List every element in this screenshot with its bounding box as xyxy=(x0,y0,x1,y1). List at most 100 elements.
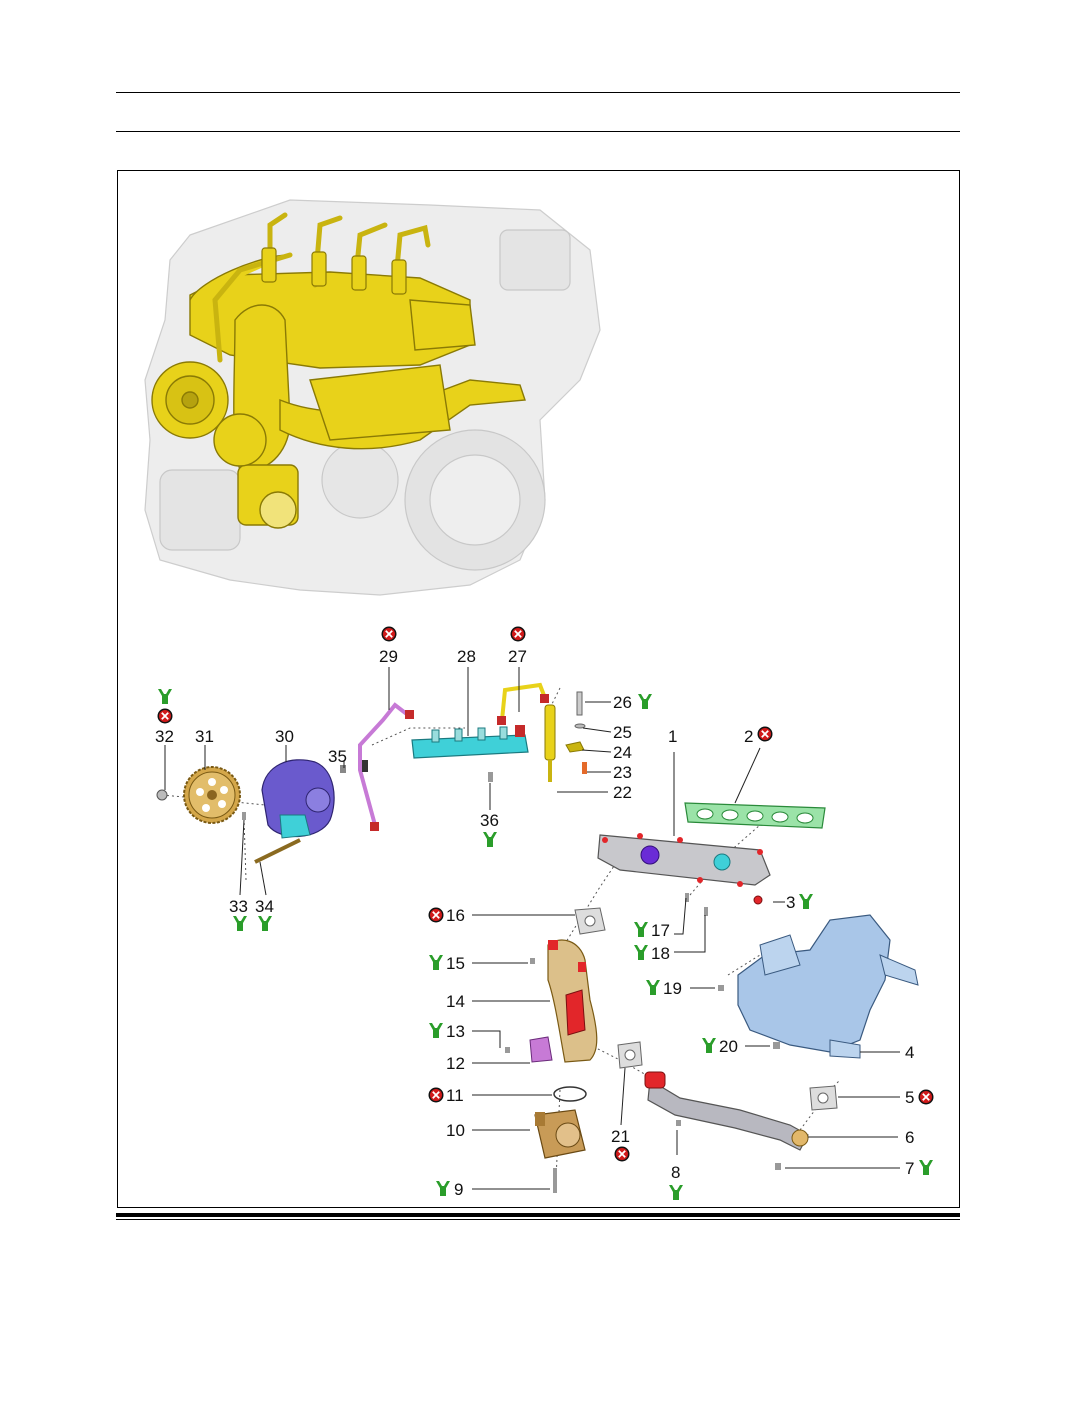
footer-rule-thin xyxy=(116,1219,960,1220)
callout-20: 20 xyxy=(719,1037,738,1056)
dashed-leader-lines xyxy=(161,687,841,1181)
part-10-throttle-body xyxy=(534,1109,586,1159)
callout-11: 11 xyxy=(446,1086,464,1105)
wrench-torque-icon xyxy=(638,694,652,709)
part-14-intake-pipe xyxy=(547,939,598,1063)
part-9-bolt xyxy=(553,1168,557,1193)
footer-rule-thick xyxy=(116,1213,960,1217)
wrench-torque-icon xyxy=(258,916,272,931)
part-35-clip xyxy=(340,760,368,773)
wrench-torque-icon xyxy=(799,894,813,909)
part-21-gasket xyxy=(617,1041,643,1069)
part-4-egr-cooler xyxy=(737,914,919,1059)
diagram-frame xyxy=(117,170,960,1208)
part-12-sensor xyxy=(529,1036,553,1063)
callout-14: 14 xyxy=(446,992,465,1011)
do-not-reuse-icon xyxy=(613,1145,631,1163)
wrench-torque-icon xyxy=(634,922,648,937)
part-22-injector xyxy=(544,704,556,782)
callout-18: 18 xyxy=(651,944,670,963)
injector-bodies xyxy=(261,247,407,295)
callout-7: 7 xyxy=(905,1159,914,1178)
wrench-torque-icon xyxy=(429,1023,443,1038)
part-3-nut xyxy=(753,895,763,905)
part-29-pipe-ends xyxy=(370,710,414,831)
part-2-gasket xyxy=(684,802,826,829)
part-28-fuel-rail xyxy=(411,725,529,759)
wrench-torque-icon xyxy=(646,980,660,995)
callout-23: 23 xyxy=(613,763,632,782)
part-31-sprocket xyxy=(183,766,241,824)
callout-8: 8 xyxy=(671,1163,680,1182)
callout-19: 19 xyxy=(663,979,682,998)
callout-30: 30 xyxy=(275,727,294,746)
wrench-torque-icon xyxy=(919,1160,933,1175)
callout-31: 31 xyxy=(195,727,214,746)
part-30-high-pressure-pump xyxy=(261,759,335,839)
do-not-reuse-icon xyxy=(756,725,774,743)
callout-35: 35 xyxy=(328,747,347,766)
callout-6: 6 xyxy=(905,1128,914,1147)
callout-10: 10 xyxy=(446,1121,465,1140)
do-not-reuse-icon xyxy=(917,1088,935,1106)
callout-36: 36 xyxy=(480,811,499,830)
callout-numbers: 1 2 3 4 5 6 7 8 9 10 11 12 13 14 15 16 1… xyxy=(155,647,914,1199)
callout-17: 17 xyxy=(651,921,670,940)
part-13-15-bolts xyxy=(505,958,535,1053)
wrench-torque-icon xyxy=(233,916,247,931)
callout-34: 34 xyxy=(255,897,274,916)
wrench-torque-icon xyxy=(436,1181,450,1196)
wrench-torque-icon xyxy=(634,945,648,960)
callout-1: 1 xyxy=(668,727,677,746)
do-not-reuse-icon xyxy=(427,906,445,924)
part-33-bolt xyxy=(242,812,246,820)
part-5-gasket xyxy=(809,1085,838,1111)
callout-25: 25 xyxy=(613,723,632,742)
callout-12: 12 xyxy=(446,1054,465,1073)
callout-21: 21 xyxy=(611,1127,630,1146)
callout-leader-lines xyxy=(164,667,900,1190)
callout-5: 5 xyxy=(905,1088,914,1107)
part-32-nut xyxy=(156,789,168,801)
engine-overview xyxy=(144,199,601,596)
callout-15: 15 xyxy=(446,954,465,973)
part-17-18-bolts xyxy=(685,893,708,916)
do-not-reuse-icon xyxy=(509,625,527,643)
callout-4: 4 xyxy=(905,1043,914,1062)
wrench-torque-icon xyxy=(669,1185,683,1200)
part-6-egr-pipe xyxy=(644,1071,809,1151)
do-not-reuse-icon xyxy=(380,625,398,643)
callout-13: 13 xyxy=(446,1022,465,1041)
part-11-gasket xyxy=(553,1086,587,1102)
part-1-intake-manifold xyxy=(597,833,771,887)
callout-28: 28 xyxy=(457,647,476,666)
callout-16: 16 xyxy=(446,906,465,925)
callout-24: 24 xyxy=(613,743,632,762)
wrench-torque-icon xyxy=(158,689,172,704)
part-16-gasket xyxy=(574,907,606,935)
wrench-torque-icon xyxy=(483,832,497,847)
do-not-reuse-icon xyxy=(156,707,174,725)
part-7-8-bolts xyxy=(676,1120,781,1170)
callout-29: 29 xyxy=(379,647,398,666)
part-27-pipe-ends xyxy=(497,694,549,725)
wrench-torque-icon xyxy=(429,955,443,970)
do-not-reuse-icon xyxy=(427,1086,445,1104)
callout-27: 27 xyxy=(508,647,527,666)
callout-33: 33 xyxy=(229,897,248,916)
callout-22: 22 xyxy=(613,783,632,802)
part-27-fuel-pipe xyxy=(500,682,547,721)
callout-3: 3 xyxy=(786,893,795,912)
callout-32: 32 xyxy=(155,727,174,746)
callout-26: 26 xyxy=(613,693,632,712)
part-29-fuel-pipe xyxy=(358,702,410,827)
callout-2: 2 xyxy=(744,727,753,746)
header-rule-top xyxy=(116,92,960,93)
wrench-torque-icon xyxy=(702,1038,716,1053)
part-34-bolt xyxy=(254,838,301,864)
part-36-bolt xyxy=(488,772,493,782)
callout-9: 9 xyxy=(454,1180,463,1199)
part-23-24-25-26-small-parts xyxy=(565,691,587,774)
header-rule-bottom xyxy=(116,131,960,132)
